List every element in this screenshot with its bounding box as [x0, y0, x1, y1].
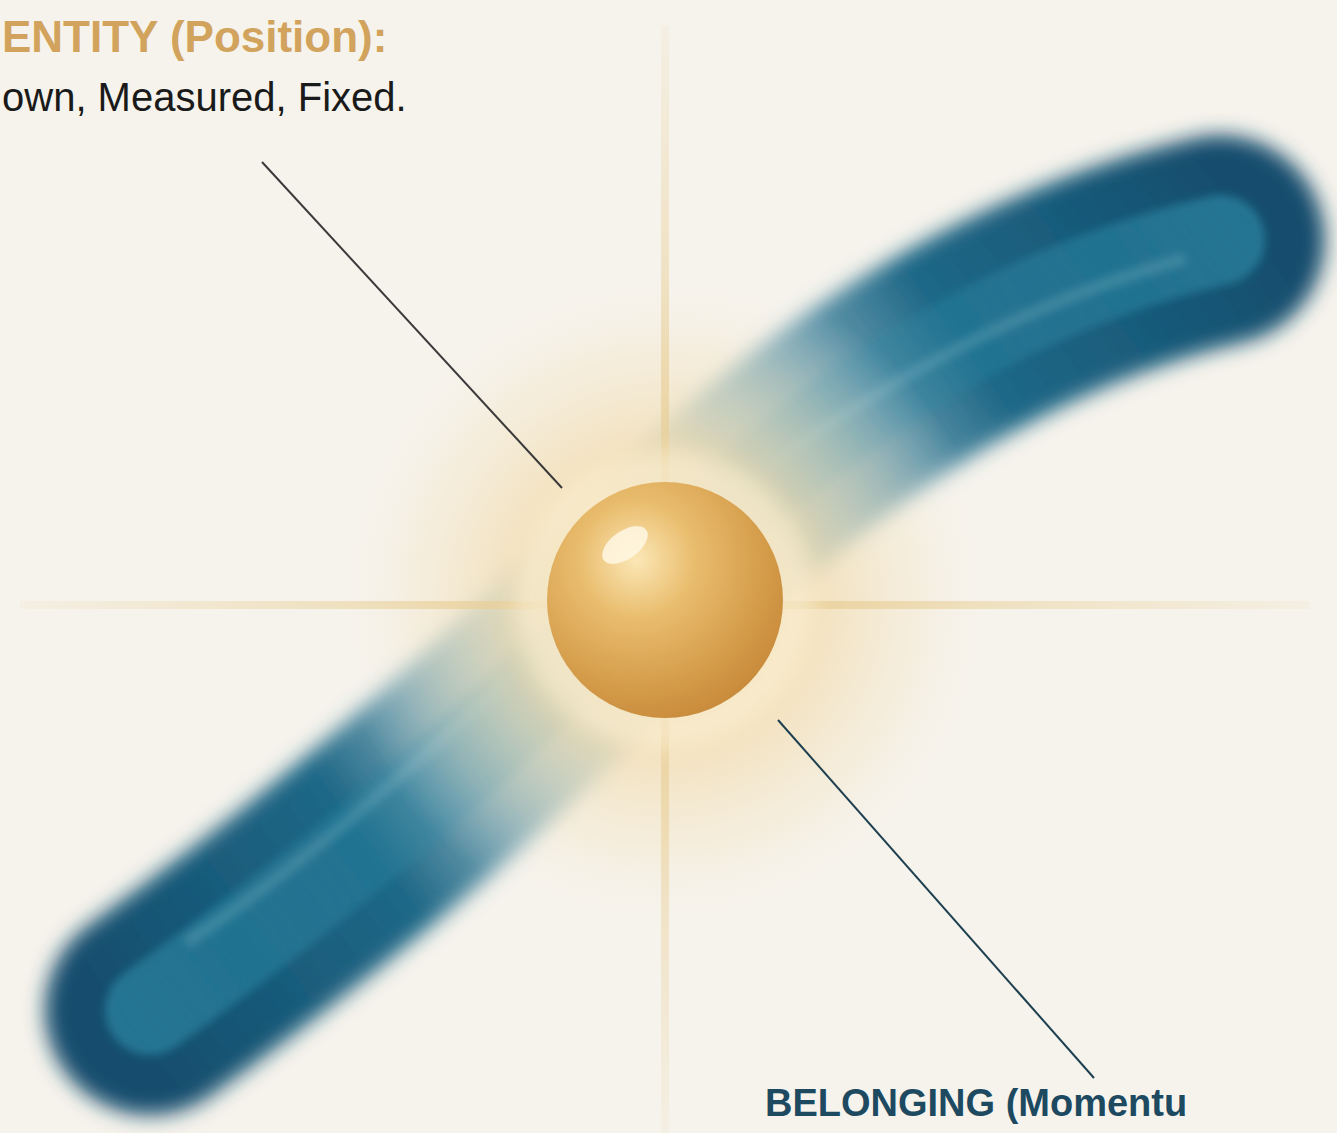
sphere-highlight	[596, 519, 655, 572]
position-sphere	[547, 482, 783, 718]
sphere-halo	[515, 450, 815, 750]
heading-label: ENTITY (Position):	[2, 12, 387, 63]
description-label: own, Measured, Fixed.	[2, 74, 407, 120]
heading-label: BELONGING (Momentu	[765, 1082, 1187, 1126]
leader-line	[262, 162, 562, 488]
leader-line	[778, 720, 1094, 1078]
momentum-wave	[150, 240, 1220, 1010]
